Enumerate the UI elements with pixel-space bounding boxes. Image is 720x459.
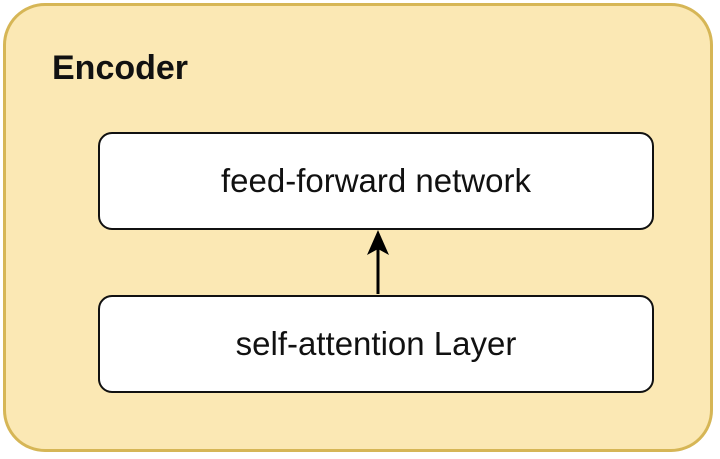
encoder-title: Encoder <box>52 49 189 87</box>
flow-arrow-up-icon <box>367 230 389 294</box>
self-attention-layer-box: self-attention Layer <box>98 295 654 393</box>
arrow-head <box>367 230 389 255</box>
feed-forward-network-box: feed-forward network <box>98 132 654 230</box>
